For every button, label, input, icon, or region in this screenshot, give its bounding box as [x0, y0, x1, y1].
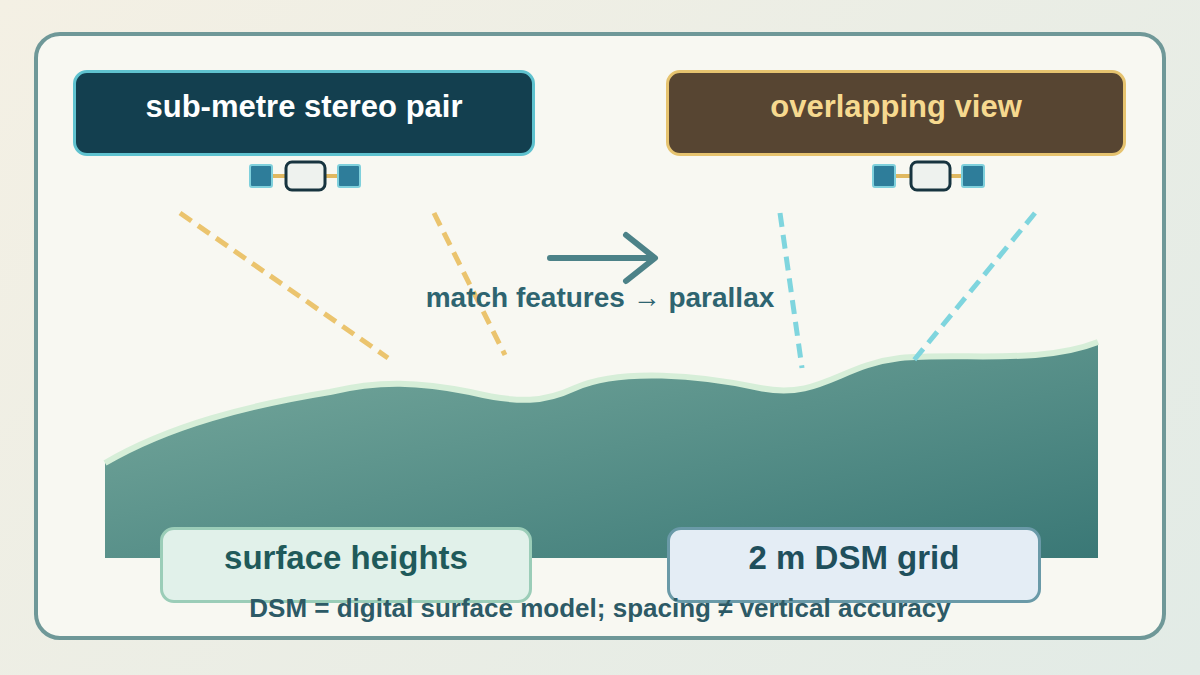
- terrain: [105, 342, 1098, 558]
- node-label: surface heights: [224, 539, 468, 577]
- frame: [36, 34, 1164, 638]
- process-arrow: [550, 235, 655, 281]
- sensor-box: overlapping view: [666, 70, 1126, 156]
- sensor-box: sub-metre stereo pair: [73, 70, 535, 156]
- node-label: 2 m DSM grid: [749, 539, 960, 577]
- satellite-icon: [873, 162, 984, 190]
- output-box: 2 m DSM grid: [667, 527, 1041, 603]
- satellite-icon: [250, 162, 360, 190]
- node-label: overlapping view: [770, 89, 1022, 125]
- node-label: sub-metre stereo pair: [146, 89, 463, 125]
- terrain-surface: [105, 342, 1098, 463]
- annotation-label: match features → parallax: [426, 282, 775, 314]
- view-rays: [180, 213, 1035, 368]
- caption: DSM = digital surface model; spacing ≠ v…: [249, 593, 950, 624]
- output-box: surface heights: [160, 527, 532, 603]
